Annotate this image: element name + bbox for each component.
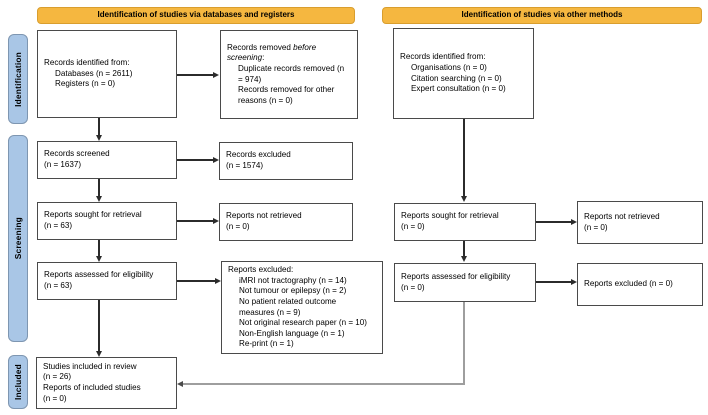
box-count: (n = 0) — [584, 222, 608, 232]
box-title: Reports excluded: — [228, 265, 294, 275]
arrowhead-down-icon — [95, 350, 102, 357]
arrowhead-right-icon — [212, 217, 219, 224]
box-item: Organisations (n = 0) — [411, 62, 487, 72]
arrow-identified-to-removed — [177, 74, 213, 76]
arrowhead-down-icon — [460, 256, 467, 262]
box-label: Reports excluded (n = 0) — [584, 279, 673, 289]
box-reports-not-retrieved: Reports not retrieved (n = 0) — [219, 203, 353, 241]
box-item: Expert consultation (n = 0) — [411, 84, 506, 94]
arrow-assessed-to-included — [98, 300, 100, 351]
box-label: Records excluded — [226, 150, 291, 160]
box-item: Duplicate records removed (n = 974) — [238, 63, 345, 84]
box-reports-sought: Reports sought for retrieval (n = 63) — [37, 202, 177, 240]
header-other-label: Identification of studies via other meth… — [461, 10, 623, 20]
italic-phrase: before screening — [227, 42, 317, 63]
header-databases-label: Identification of studies via databases … — [97, 10, 295, 20]
arrow-identified-to-screened — [98, 118, 100, 136]
arrowhead-left-icon — [177, 380, 183, 387]
box-records-identified-other: Records identified from: Organisations (… — [393, 28, 534, 119]
header-other-methods: Identification of studies via other meth… — [382, 7, 702, 24]
box-reports-excluded-reasons: Reports excluded: iMRI not tractography … — [221, 261, 383, 354]
box-count: (n = 63) — [44, 281, 73, 290]
box-line: Reports of included studies — [43, 383, 141, 392]
box-item: Records removed for other reasons (n = 0… — [238, 85, 335, 105]
arrowhead-right-icon — [570, 218, 577, 225]
arrow-other-assessed-to-excluded — [536, 281, 571, 283]
arrowhead-right-icon — [213, 71, 219, 78]
box-other-reports-assessed: Reports assessed for eligibility (n = 0) — [394, 263, 536, 302]
box-label: Reports not retrieved — [226, 211, 302, 221]
box-label: Reports sought for retrieval — [44, 210, 142, 220]
arrow-assessed-to-excluded-reasons — [177, 280, 215, 282]
arrowhead-right-icon — [570, 278, 577, 285]
box-title: Records identified from: — [400, 52, 486, 62]
arrow-sought-to-not-retrieved — [177, 220, 213, 222]
box-line: Studies included in review — [43, 361, 137, 371]
box-label: Reports assessed for eligibility — [44, 270, 154, 280]
box-reports-assessed: Reports assessed for eligibility (n = 63… — [37, 262, 177, 300]
arrow-other-sought-to-not-retrieved — [536, 221, 571, 223]
box-item: Not tumour or epilepsy (n = 2) — [239, 286, 347, 296]
box-count: (n = 0) — [401, 282, 425, 292]
stage-screening-label: Screening — [12, 217, 23, 260]
header-databases-registers: Identification of studies via databases … — [37, 7, 355, 24]
arrow-sought-to-assessed — [98, 240, 100, 257]
box-item: Registers (n = 0) — [55, 79, 116, 89]
box-item: Citation searching (n = 0) — [411, 73, 502, 83]
box-records-excluded: Records excluded (n = 1574) — [219, 142, 353, 180]
box-other-reports-excluded: Reports excluded (n = 0) — [577, 263, 703, 306]
box-item: Databases (n = 2611) — [55, 68, 133, 78]
arrowhead-down-icon — [460, 196, 467, 202]
box-line: (n = 26) — [43, 372, 72, 382]
arrow-screened-to-sought — [98, 179, 100, 197]
box-title: Records removed before screening: — [227, 42, 317, 63]
arrowhead-right-icon — [212, 156, 219, 163]
box-count: (n = 1637) — [44, 160, 82, 169]
stage-screening: Screening — [8, 135, 28, 342]
box-count: (n = 63) — [44, 221, 73, 230]
connector-other-assessed-to-included — [183, 383, 465, 385]
box-item: Non-English language (n = 1) — [239, 328, 345, 338]
box-item: Re-print (n = 1) — [239, 339, 294, 349]
box-label: Records screened — [44, 149, 110, 159]
box-title: Records identified from: — [44, 58, 130, 68]
box-other-reports-sought: Reports sought for retrieval (n = 0) — [394, 203, 536, 241]
arrow-screened-to-excluded — [177, 159, 213, 161]
arrow-other-sought-to-assessed — [463, 241, 465, 257]
box-label: Reports sought for retrieval — [401, 211, 499, 221]
box-count: (n = 0) — [226, 222, 250, 231]
connector-other-assessed-down — [463, 302, 465, 385]
stage-included: Included — [8, 355, 28, 409]
stage-identification-label: Identification — [12, 51, 23, 107]
arrowhead-down-icon — [95, 255, 102, 262]
arrowhead-right-icon — [214, 277, 221, 284]
box-records-removed: Records removed before screening: Duplic… — [220, 30, 358, 119]
box-item: iMRI not tractography (n = 14) — [239, 275, 347, 285]
stage-included-label: Included — [12, 363, 23, 401]
arrowhead-down-icon — [95, 195, 102, 202]
box-label: Reports not retrieved — [584, 211, 660, 221]
box-other-reports-not-retrieved: Reports not retrieved (n = 0) — [577, 201, 703, 244]
box-item: Not original research paper (n = 10) — [239, 318, 367, 328]
arrow-other-identified-to-sought — [463, 119, 465, 197]
box-count: (n = 1574) — [226, 161, 264, 170]
box-count: (n = 0) — [401, 222, 425, 231]
box-item: No patient related outcome measures (n =… — [239, 296, 337, 317]
box-records-identified-databases: Records identified from: Databases (n = … — [37, 30, 177, 118]
box-label: Reports assessed for eligibility — [401, 271, 511, 281]
stage-identification: Identification — [8, 34, 28, 124]
box-records-screened: Records screened (n = 1637) — [37, 141, 177, 179]
box-line: (n = 0) — [43, 393, 67, 403]
box-studies-included: Studies included in review (n = 26) Repo… — [36, 357, 177, 409]
arrowhead-down-icon — [95, 134, 102, 141]
